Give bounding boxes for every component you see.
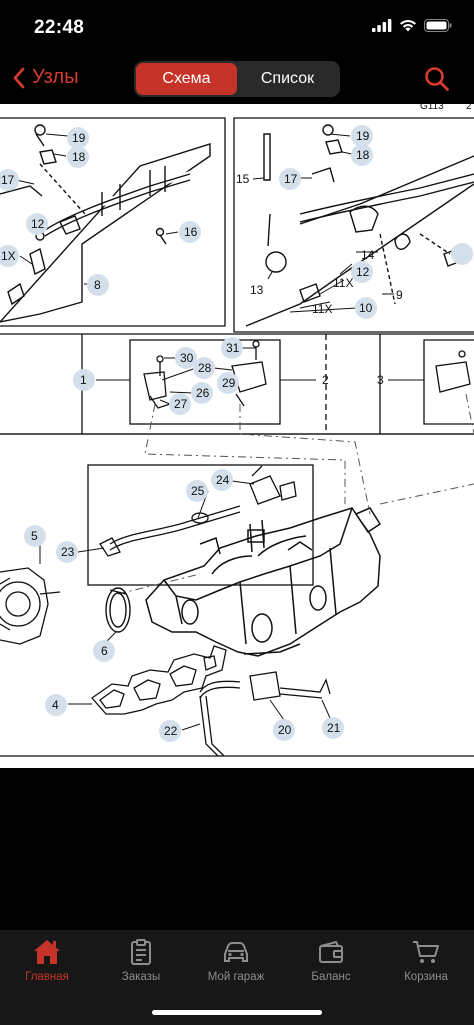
callout-number[interactable]: 31 [226,341,240,355]
tab-label: Корзина [404,971,448,983]
wallet-icon [319,940,343,963]
callout-number[interactable]: 3 [377,373,384,387]
callout-bubbles [0,125,473,742]
callout-number[interactable]: 19 [356,129,370,143]
cart-icon [413,941,439,963]
callout-number[interactable]: 27 [174,397,188,411]
car-icon [224,942,248,962]
tab-label: Баланс [311,971,351,983]
callout-number[interactable]: 29 [222,376,236,390]
tab-home[interactable]: Главная [0,938,94,983]
callout-number[interactable]: 17 [284,172,298,186]
manifold-gasket [91,645,227,715]
tab-bar: Главная Заказы Мой гараж Баланс [0,930,474,1025]
home-icon [34,940,60,964]
fuel-rail-left [0,124,211,323]
tab-garage[interactable]: Мой гараж [189,938,283,983]
callout-number[interactable]: 2 [322,373,329,387]
parts-diagram[interactable]: G113 2 19 18 17 12 1X 16 8 15 19 18 17 1… [0,104,474,768]
back-label: Узлы [32,66,79,88]
callout-number[interactable]: 15 [236,172,250,186]
callout-number[interactable]: 18 [72,150,86,164]
callout-number[interactable]: 18 [356,148,370,162]
callout-number[interactable]: 12 [356,265,370,279]
callout-number[interactable]: 12 [31,217,45,231]
search-icon [425,67,449,91]
callout-number[interactable]: 30 [180,351,194,365]
callout-labels: G113 2 19 18 17 12 1X 16 8 15 19 18 17 1… [0,104,474,768]
signal-icon [372,19,392,32]
search-button[interactable] [424,66,450,97]
callout-number[interactable]: 13 [250,283,264,297]
callout-number[interactable]: 21 [327,721,341,735]
status-icons [372,19,452,32]
tab-label: Главная [25,971,69,983]
gasket-ring [105,587,131,633]
callout-number[interactable]: 28 [198,361,212,375]
callout-number[interactable]: 14 [361,248,375,262]
tab-label: Заказы [121,971,161,983]
callout-number[interactable]: 10 [359,301,373,315]
status-time: 22:48 [34,17,85,38]
intake-manifold [145,507,382,657]
lower-harness [199,671,331,757]
throttle-body [0,567,61,645]
callout-number[interactable]: 1 [80,373,87,387]
callout-leaders [15,133,424,731]
segment-scheme[interactable]: Схема [136,63,237,95]
callout-number[interactable]: 17 [1,173,15,187]
callout-number[interactable]: 11X [333,276,354,290]
ref-code: 2 [466,104,472,112]
status-bar: 22:48 [0,0,474,56]
tab-orders[interactable]: Заказы [94,938,188,983]
callout-number[interactable]: 24 [216,473,230,487]
nav-bar: Узлы Схема Список [0,56,474,104]
chevron-left-icon [13,67,25,88]
back-button[interactable]: Узлы [12,66,79,89]
tab-balance[interactable]: Баланс [284,938,378,983]
segment-list[interactable]: Список [260,70,315,87]
callout-number[interactable]: 4 [52,698,59,712]
callout-number[interactable]: 26 [196,386,210,400]
callout-number[interactable]: 25 [191,484,205,498]
callout-number[interactable]: 1X [1,249,16,263]
tab-label: Мой гараж [207,971,265,983]
callout-number[interactable]: 6 [101,644,108,658]
callout-number[interactable]: 11X [312,302,333,316]
callout-number[interactable]: 19 [72,131,86,145]
tab-cart[interactable]: Корзина [379,938,473,983]
wifi-icon [400,19,416,32]
callout-number[interactable]: 20 [278,723,292,737]
home-indicator [152,1010,322,1015]
callout-number[interactable]: 5 [31,529,38,543]
callout-number[interactable]: 9 [396,288,403,302]
callout-number[interactable]: 23 [61,545,75,559]
callout-number[interactable]: 8 [94,278,101,292]
leader-lines [117,393,474,595]
battery-icon [424,19,452,32]
callout-number[interactable]: 22 [164,724,178,738]
callout-number[interactable]: 16 [184,225,198,239]
view-segmented-control: Схема Список [134,61,340,97]
ref-code: G113 [420,104,444,112]
orders-icon [131,939,151,965]
exploded-view-diagram [0,117,474,757]
